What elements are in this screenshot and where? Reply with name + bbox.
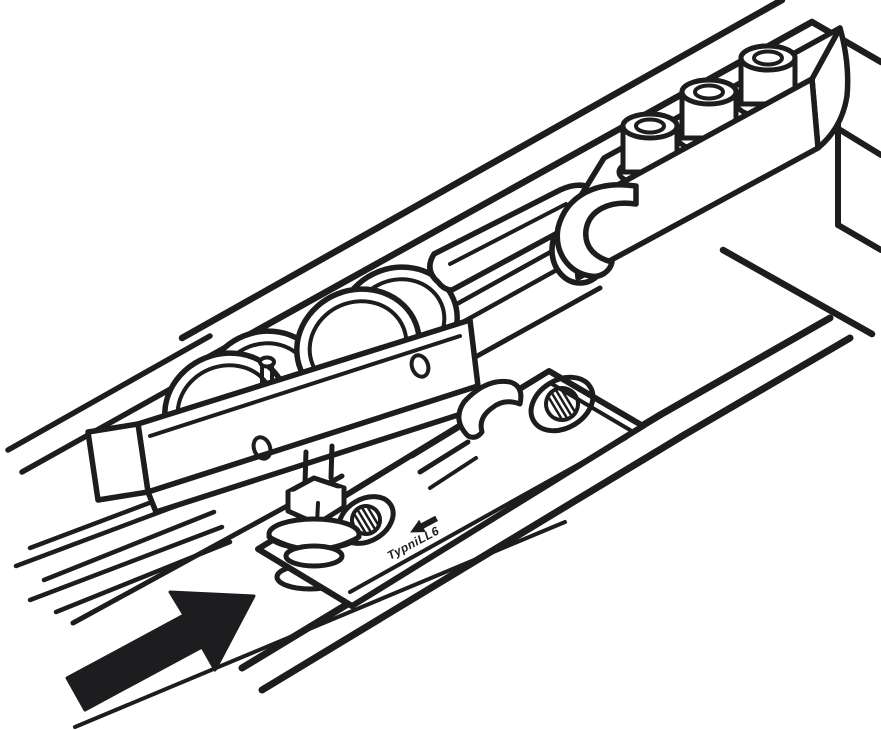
boss-ring — [283, 543, 345, 569]
fixing-screw — [528, 374, 596, 434]
clip-receiver — [409, 378, 524, 490]
door-suspension-plate: TypniLL6 — [255, 368, 646, 609]
engraved-arrow-icon — [410, 515, 439, 533]
soft-close-retention-unit — [554, 25, 851, 281]
spring-clip — [554, 182, 639, 280]
door-bottom-edge — [73, 520, 567, 729]
carriage-housing — [85, 317, 489, 515]
suspension-bolt — [266, 443, 362, 569]
roller-carriage — [85, 264, 489, 515]
rivet-hole — [251, 435, 273, 461]
rivet-hole — [409, 353, 431, 379]
direction-arrow — [65, 590, 256, 712]
